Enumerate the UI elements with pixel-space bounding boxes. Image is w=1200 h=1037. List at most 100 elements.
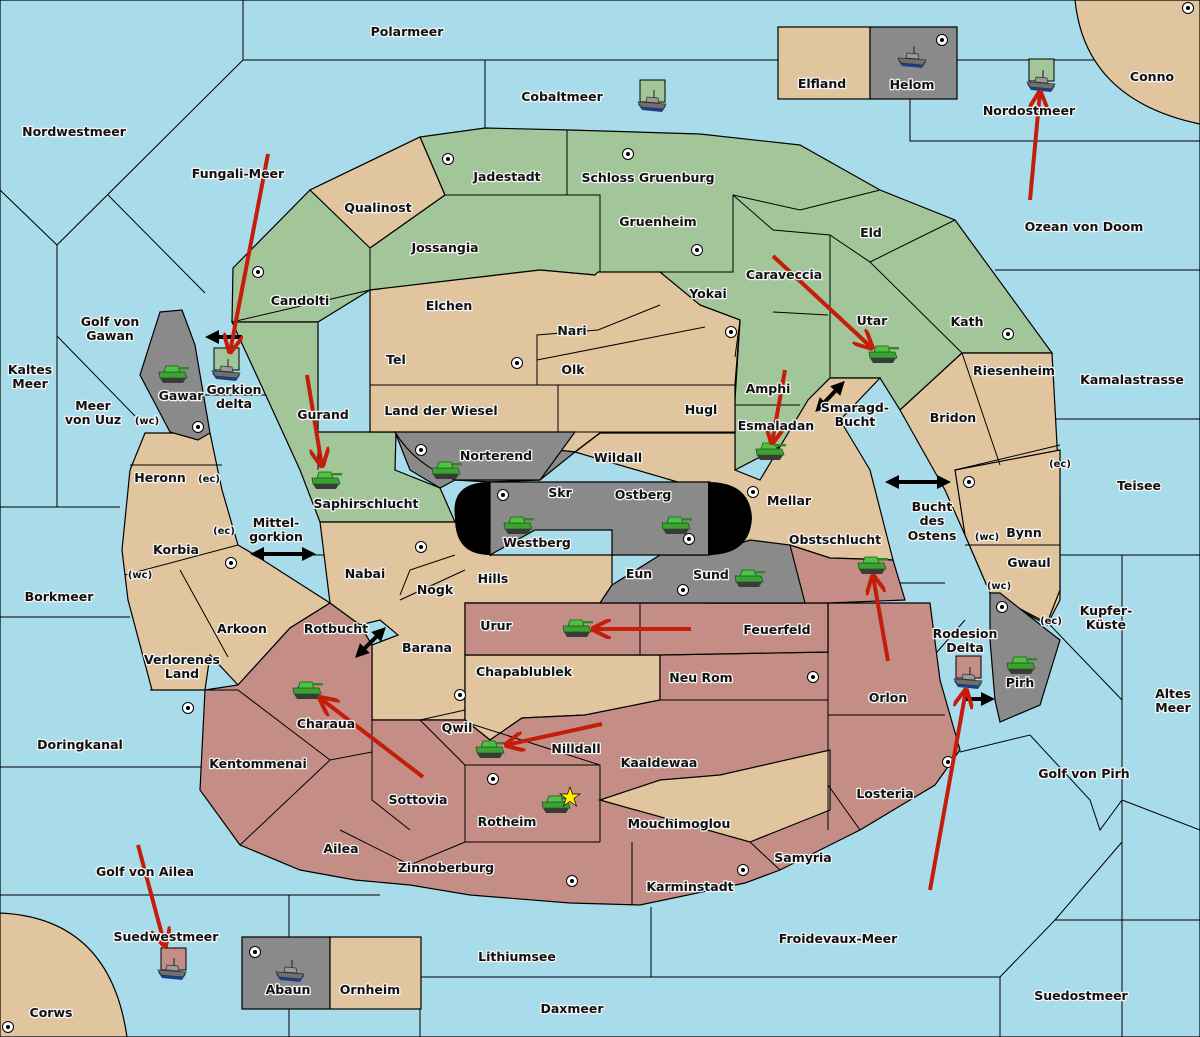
territory-label-olk: Olk [561,362,585,377]
territory-conno[interactable] [1074,0,1200,125]
coast-marker-ec: (ec) [198,474,220,485]
move-order-arrow [873,576,890,662]
sea-label-bucht-des-ostens: Bucht [912,499,953,514]
territory-label-zinnoberburg: Zinnoberburg [398,860,494,875]
territory-label-helom: Helom [890,77,935,92]
territory-label-losteria: Losteria [856,786,913,801]
sea-label-golf-von-ailea: Golf von Ailea [96,864,194,879]
territory-label-neu-rom: Neu Rom [669,670,732,685]
territory-label-mouchimoglou: Mouchimoglou [628,816,731,831]
supply-center-icon [487,773,499,785]
territory-label-sund: Sund [693,567,729,582]
supply-center-icon [415,541,427,553]
sea-label-kaltes-meer: Kaltes [8,362,52,377]
territory-label-jossangia: Jossangia [410,240,478,255]
territory-label-eun: Eun [626,566,652,581]
sea-label-smaragd-bucht: Smaragd- [821,400,889,415]
sea-label-ozean-von-doom: Ozean von Doom [1025,219,1144,234]
sea-label-nordostmeer: Nordostmeer [983,103,1076,118]
territory-label-ostberg: Ostberg [615,487,672,502]
sea-label-borkmeer: Borkmeer [25,589,95,604]
territory-label-sottovia: Sottovia [389,792,448,807]
sea-label-smaragd-bucht: Bucht [835,414,876,429]
territory-label-caraveccia: Caraveccia [746,267,822,282]
sea-label-doringkanal: Doringkanal [37,737,123,752]
territory-label-corws: Corws [30,1005,73,1020]
territory-label-verlorenes-land: Verlorenes [144,652,220,667]
supply-center-icon [192,421,204,433]
move-order-arrow [136,844,165,946]
territory-label-norterend: Norterend [460,448,532,463]
supply-center-icon [497,489,509,501]
impassable-east [708,482,752,555]
sea-label-teisee: Teisee [1117,478,1161,493]
sea-label-daxmeer: Daxmeer [540,1001,604,1016]
supply-center-icon [252,266,264,278]
territory-label-amphi: Amphi [746,381,791,396]
territory-label-gwaul: Gwaul [1007,555,1050,570]
territory-label-gawar: Gawar [159,388,205,403]
territory-label-obstschlucht: Obstschlucht [789,532,881,547]
sea-label-golf-von-gawan: Gawan [86,328,134,343]
territory-label-bridon: Bridon [930,410,976,425]
territory-label-ailea: Ailea [323,841,358,856]
territory-label-hugl: Hugl [685,402,718,417]
sea-label-mittel-gorkion: gorkion [249,529,303,544]
territory-label-chapablublek: Chapablublek [476,664,573,679]
territory-label-nilldall: Nilldall [551,741,600,756]
territory-label-samyria: Samyria [774,850,832,865]
supply-center-icon [511,357,523,369]
territory-label-kentommenai: Kentommenai [209,756,307,771]
coast-marker-ec: (ec) [1049,459,1071,470]
territory-ornheim[interactable] [329,936,422,1010]
move-order-arrow [772,369,787,443]
supply-center-icon [622,148,634,160]
supply-center-icon [936,34,948,46]
coast-marker-wc: (wc) [135,416,159,427]
sea-label-rodesion-delta: Delta [946,640,984,655]
territory-elfland[interactable] [777,26,871,100]
star-icon [558,785,582,807]
sea-label-bucht-des-ostens: des [920,513,945,528]
territory-label-qwil: Qwil [442,720,473,735]
supply-center-icon [1182,2,1194,14]
sea-label-gorkion-delta: Gorkion [206,382,261,397]
sea-label-cobaltmeer: Cobaltmeer [521,89,603,104]
territory-label-verlorenes-land: Land [165,666,199,681]
sea-label-meer-von-uuz: Meer [75,398,111,413]
impassable-west [454,482,490,555]
territory-corws[interactable] [0,912,128,1037]
territory-label-conno: Conno [1130,69,1175,84]
sea-label-fungali-meer: Fungali-Meer [192,166,285,181]
sea-label-altes-meer: Altes [1155,686,1191,701]
territory-label-arkoon: Arkoon [217,621,267,636]
supply-center-icon [737,864,749,876]
supply-center-icon [963,476,975,488]
sea-label-mittel-gorkion: Mittel- [253,515,300,530]
territory-label-gurand: Gurand [297,407,349,422]
retreat-arrow [355,627,386,658]
territory-label-tel: Tel [386,352,406,367]
coast-marker-ec: (ec) [213,526,235,537]
territory-label-wildall: Wildall [594,450,642,465]
territory-label-elchen: Elchen [426,298,473,313]
supply-center-icon [691,244,703,256]
sea-label-kupfer-kueste: Küste [1086,617,1126,632]
move-order-arrow [230,153,270,352]
territory-label-bynn: Bynn [1006,525,1041,540]
territory-label-utar: Utar [857,313,889,328]
labels: PolarmeerCobaltmeerNordwestmeerFungali-M… [7,23,1193,1022]
territory-label-feuerfeld: Feuerfeld [743,622,810,637]
move-order-arrow [1028,92,1040,201]
supply-center-icon [454,689,466,701]
sea-label-kamalastrasse: Kamalastrasse [1080,372,1184,387]
sea-label-nordwestmeer: Nordwestmeer [22,124,127,139]
move-order-arrow [506,722,603,745]
sea-label-kaltes-meer: Meer [12,376,48,391]
territory-label-saphirschlucht: Saphirschlucht [314,496,419,511]
supply-center-icon [747,486,759,498]
territory-label-gruenheim: Gruenheim [619,214,696,229]
sea-label-gorkion-delta: delta [216,396,252,411]
